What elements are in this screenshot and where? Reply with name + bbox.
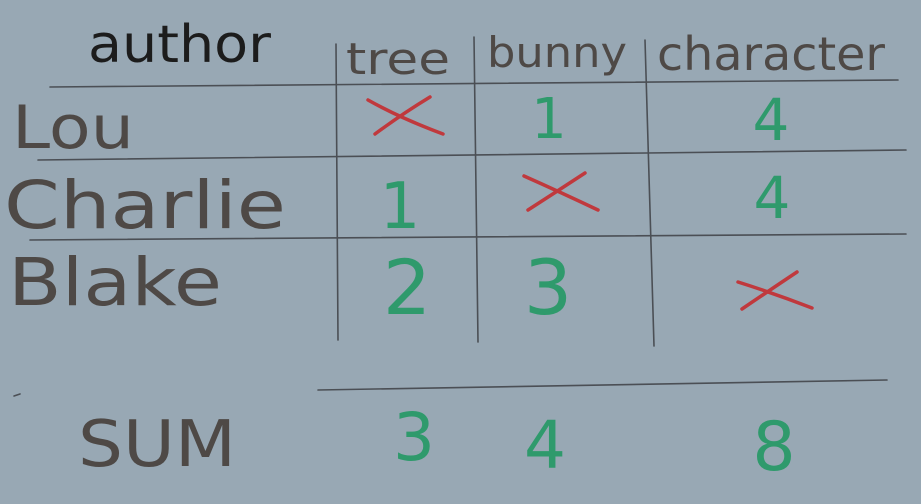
grid-lines — [13, 36, 907, 397]
cross-mark-lou-tree — [366, 95, 445, 136]
author-name-lou: Lou — [12, 93, 134, 163]
stray-mark — [13, 393, 21, 397]
cross-mark-charlie-bunny — [522, 171, 600, 212]
column-line-2 — [473, 36, 479, 343]
column-header-character: character — [657, 27, 885, 81]
cell-blake-tree: 2 — [383, 243, 431, 332]
sum-divider-line — [317, 379, 888, 391]
sum-character: 8 — [752, 408, 795, 487]
column-line-1 — [335, 43, 339, 341]
column-line-3 — [644, 39, 655, 347]
column-header-bunny: bunny — [487, 28, 627, 77]
author-name-blake: Blake — [8, 244, 222, 321]
cell-lou-bunny: 1 — [531, 87, 567, 152]
cell-lou-character: 4 — [753, 86, 790, 154]
sum-tree: 3 — [393, 399, 435, 476]
sum-bunny: 4 — [524, 407, 566, 484]
cell-charlie-character: 4 — [754, 164, 791, 232]
author-column-header: author — [88, 15, 272, 75]
row-divider-line-1 — [37, 149, 907, 161]
author-name-charlie: Charlie — [4, 167, 286, 244]
row-divider-line-2 — [29, 233, 907, 241]
cross-mark-blake-character — [736, 270, 814, 311]
column-header-tree: tree — [346, 34, 450, 85]
sum-label: SUM — [78, 408, 236, 482]
cell-blake-bunny: 3 — [524, 243, 572, 332]
cell-charlie-tree: 1 — [380, 170, 421, 244]
